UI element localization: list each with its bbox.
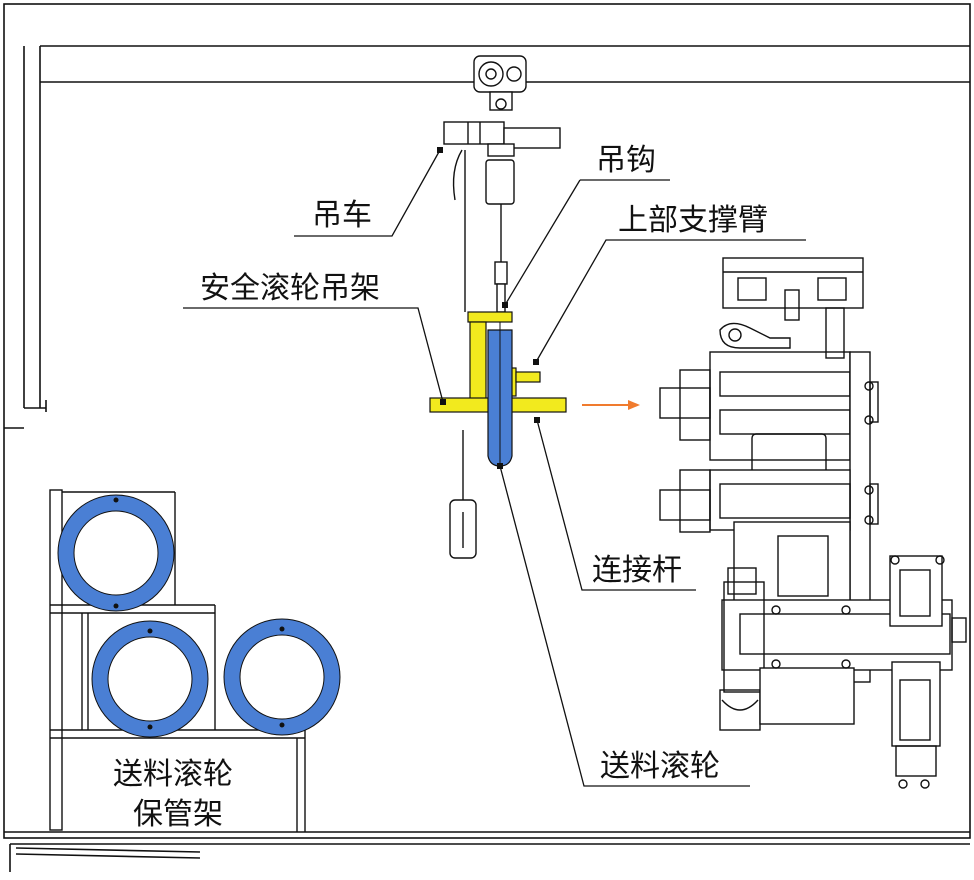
label-hook: 吊钩: [596, 143, 656, 178]
leader-lines: [183, 149, 806, 787]
label-storage-rack-line1: 送料滚轮: [113, 757, 233, 792]
direction-arrow: [582, 400, 640, 410]
leader-upper-support-arm: [535, 239, 806, 363]
leader-feed-roller: [499, 465, 750, 787]
roller-storage-rack: [49, 489, 341, 832]
label-upper-support-arm: 上部支撑臂: [618, 203, 768, 238]
label-trolley: 吊车: [312, 198, 372, 233]
feed-roller: [487, 322, 513, 467]
label-feed-roller: 送料滚轮: [600, 749, 720, 784]
leader-markers: [437, 147, 540, 469]
stored-roller-bottom-right: [223, 618, 341, 736]
leader-safety-roller-hanger: [183, 307, 444, 403]
stored-roller-top: [57, 494, 175, 612]
building-frame: [3, 3, 971, 872]
leader-trolley: [294, 149, 441, 237]
hoist-trolley: [443, 55, 561, 559]
stored-roller-bottom-left: [91, 620, 209, 738]
label-safety-roller-hanger: 安全滚轮吊架: [200, 271, 380, 306]
leader-connecting-rod: [536, 419, 696, 591]
label-storage-rack-line2: 保管架: [133, 797, 223, 832]
feeding-machine: [659, 257, 967, 789]
label-connecting-rod: 连接杆: [592, 553, 682, 588]
